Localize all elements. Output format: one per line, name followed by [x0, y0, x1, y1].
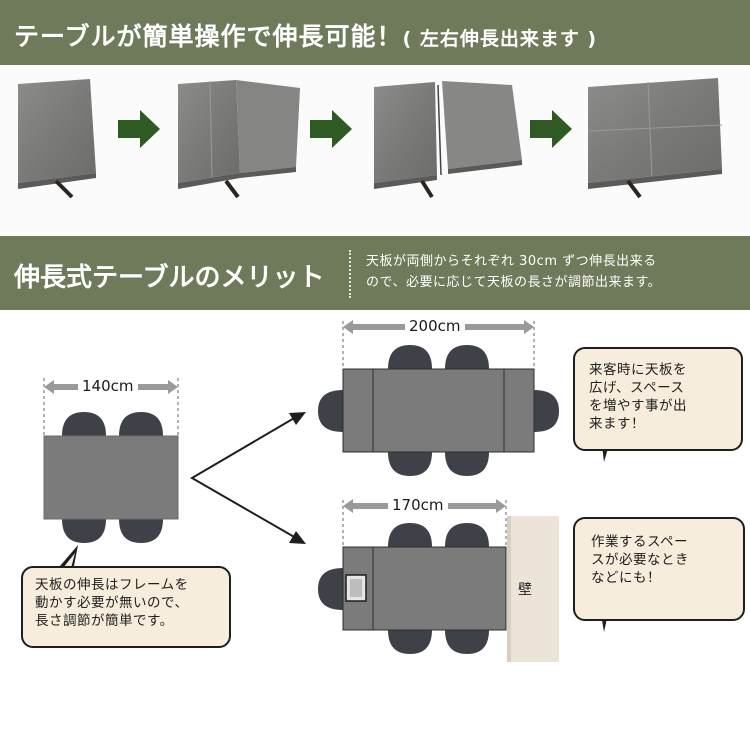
step-2-sliding-table: [178, 80, 300, 199]
merit-divider: [349, 250, 351, 298]
bubble-tail-c: [60, 545, 78, 566]
extension-steps-illustration: [18, 78, 723, 199]
bubble-line: 広げ、スペース: [589, 380, 685, 396]
bubble-line: 来ます！: [589, 416, 645, 432]
top-banner-title-text: テーブルが簡単操作で伸長可能！: [14, 22, 403, 51]
step-arrow-2: [310, 110, 352, 148]
dim-label-200: 200cm: [405, 317, 465, 335]
step-arrow-1: [118, 110, 160, 148]
bubble-line: スが必要なとき: [591, 552, 689, 568]
top-banner-title: テーブルが簡単操作で伸長可能！( 左右伸長出来ます ): [14, 17, 597, 53]
dim-label-140: 140cm: [78, 377, 138, 395]
wall: [507, 516, 559, 662]
one-side-extended-table-set: [318, 523, 507, 654]
full-extended-table-set: [318, 345, 559, 476]
one-side-tabletop: [342, 546, 507, 631]
bubble-line: 来客時に天板を: [589, 362, 687, 378]
bubble-line: 動かす必要が無いので、: [35, 595, 189, 611]
branch-arrow-head-up: [289, 412, 306, 425]
top-banner: テーブルが簡単操作で伸長可能！( 左右伸長出来ます ): [0, 0, 750, 65]
extension-steps: [0, 65, 750, 236]
branch-arrow-head-down: [289, 531, 306, 544]
step-1-closed-table: [18, 79, 96, 199]
merit-banner: 伸長式テーブルのメリット 天板が両側からそれぞれ 30cm ずつ伸長出来る ので…: [0, 236, 750, 310]
step-4-fully-extended: [587, 78, 723, 199]
merit-description: 天板が両側からそれぞれ 30cm ずつ伸長出来る ので、必要に応じて天板の長さが…: [366, 251, 661, 293]
dim-label-170: 170cm: [388, 496, 448, 514]
bubble-line: などにも！: [591, 570, 661, 586]
merit-description-line-1: 天板が両側からそれぞれ 30cm ずつ伸長出来る: [366, 254, 657, 269]
bubble-line: 長さ調節が簡単です。: [35, 613, 174, 629]
bubble-line: 天板の伸長はフレームを: [35, 577, 189, 593]
speech-bubble-one-side: 作業するスペー スが必要なとき などにも！: [573, 517, 745, 621]
wall-label: 壁: [518, 582, 532, 598]
bubble-line: を増やす事が出: [589, 398, 687, 414]
top-banner-subtitle: ( 左右伸長出来ます ): [402, 28, 598, 50]
merit-description-line-2: ので、必要に応じて天板の長さが調節出来ます。: [366, 275, 662, 290]
merit-title: 伸長式テーブルのメリット: [14, 263, 325, 293]
step-3-extended-gap: [374, 81, 522, 199]
compact-table-set: [43, 412, 179, 543]
speech-bubble-full-extend: 来客時に天板を 広げ、スペース を増やす事が出 来ます！: [573, 347, 743, 451]
speech-bubble-compact: 天板の伸長はフレームを 動かす必要が無いので、 長さ調節が簡単です。: [21, 566, 231, 648]
full-tabletop: [342, 368, 535, 453]
step-arrow-3: [530, 110, 572, 148]
compact-tabletop: [43, 435, 179, 520]
branch-arrows: [190, 416, 297, 539]
bubble-line: 作業するスペー: [591, 534, 689, 550]
